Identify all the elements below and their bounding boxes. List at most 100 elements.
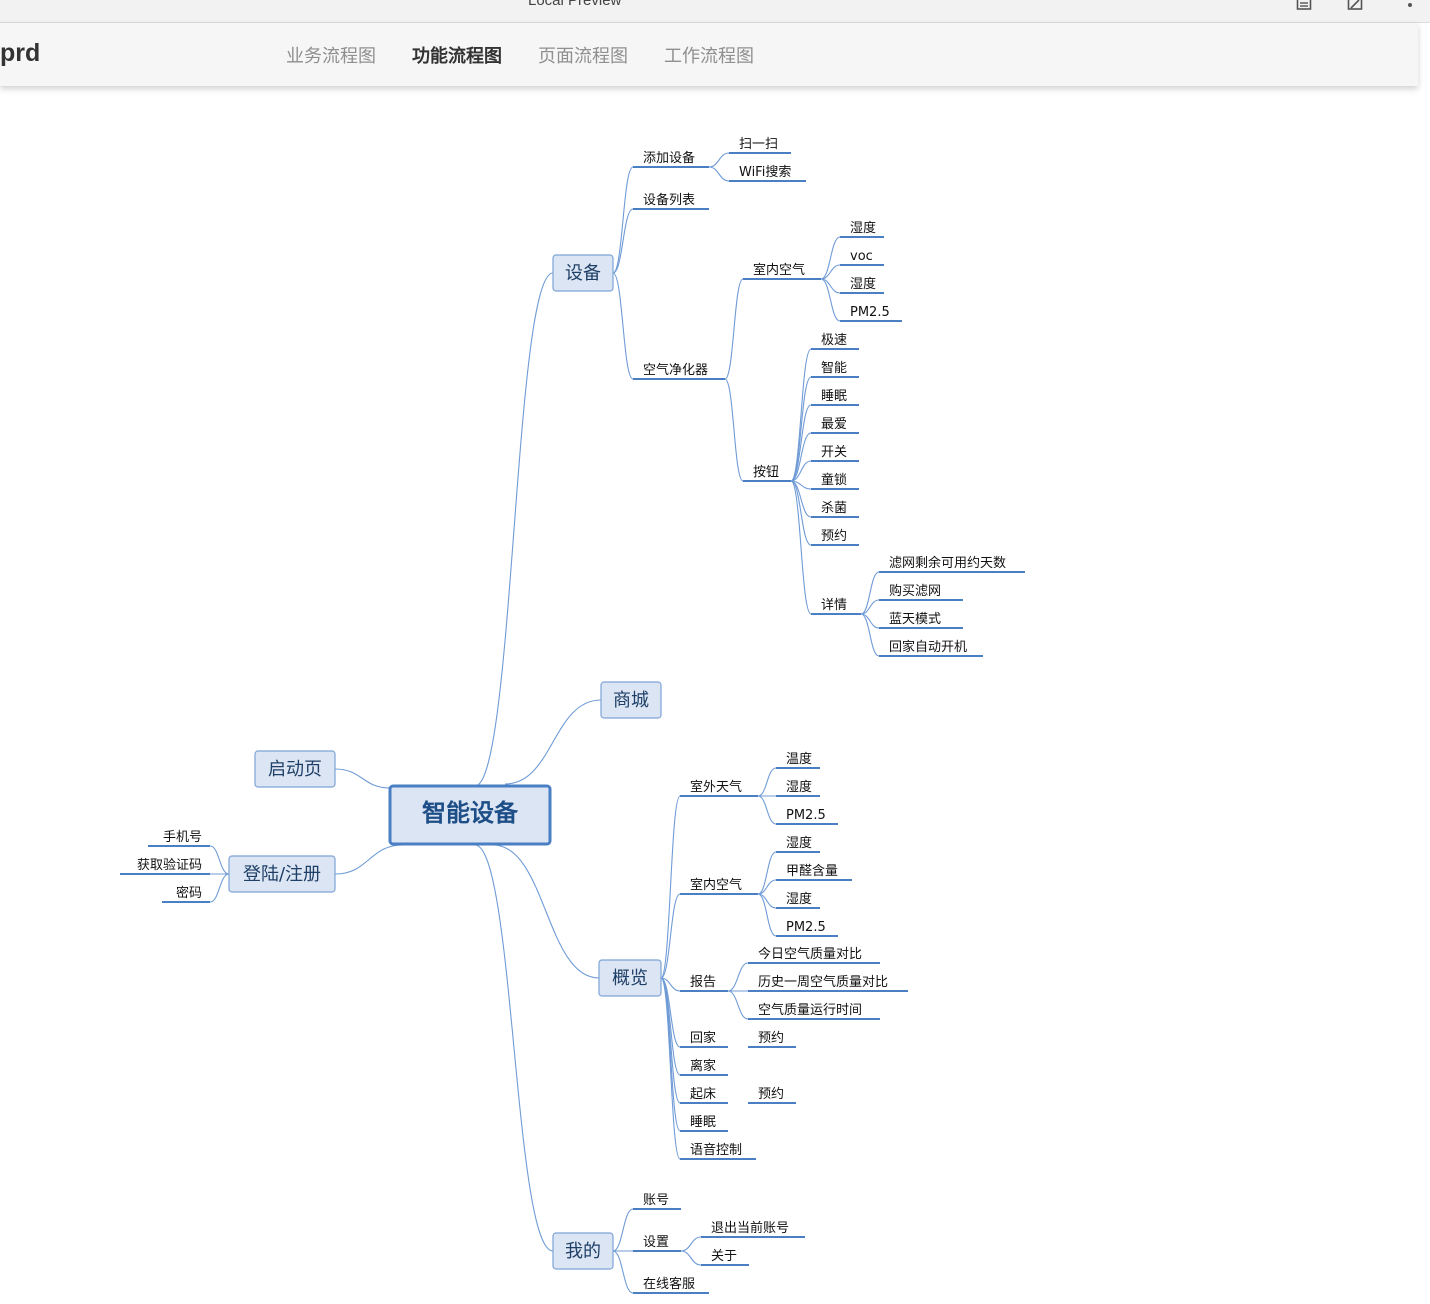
node-button-item[interactable]: 睡眠 <box>811 389 859 406</box>
connector-line <box>727 962 749 992</box>
tab-work-flow[interactable]: 工作流程图 <box>664 46 754 67</box>
node-label: 语音控制 <box>690 1142 742 1158</box>
node-outdoor-item[interactable]: 湿度 <box>776 779 820 797</box>
node-overview-indoor-item[interactable]: 甲醛含量 <box>776 863 852 881</box>
node-report-item[interactable]: 今日空气质量对比 <box>748 946 880 964</box>
node-button-item[interactable]: 童锁 <box>811 472 859 490</box>
node-label: 甲醛含量 <box>786 863 838 879</box>
branch-node-mine[interactable]: 我的 <box>552 1232 614 1270</box>
node-add-device[interactable]: 添加设备 <box>633 150 709 168</box>
node-outdoor-item[interactable]: 温度 <box>776 751 820 769</box>
node-report-item[interactable]: 历史一周空气质量对比 <box>748 974 908 992</box>
branch-node-login[interactable]: 登陆/注册 <box>228 855 336 893</box>
document-icon[interactable] <box>1296 0 1312 10</box>
node-button-item[interactable]: 极速 <box>811 333 859 350</box>
node-account[interactable]: 账号 <box>633 1193 681 1210</box>
tab-page-flow[interactable]: 页面流程图 <box>538 46 628 67</box>
node-outdoor-item[interactable]: PM2.5 <box>776 808 838 825</box>
node-report-item[interactable]: 空气质量运行时间 <box>748 1002 880 1020</box>
node-report[interactable]: 报告 <box>680 975 728 992</box>
connector-line <box>757 851 777 895</box>
node-detail-item[interactable]: 购买滤网 <box>879 583 963 601</box>
node-device-list[interactable]: 设备列表 <box>633 192 709 210</box>
node-label: 购买滤网 <box>889 583 941 599</box>
node-air-purifier[interactable]: 空气净化器 <box>633 362 725 380</box>
connector-line <box>708 166 730 182</box>
connector-line <box>757 879 777 895</box>
node-settings[interactable]: 设置 <box>633 1235 681 1252</box>
connector-line <box>724 378 744 482</box>
node-label: 湿度 <box>850 220 876 236</box>
connector-line <box>790 480 812 546</box>
branch-node-mall[interactable]: 商城 <box>600 681 662 719</box>
root-node[interactable]: 智能设备 <box>388 784 552 846</box>
connector-line <box>757 893 777 937</box>
node-button-item[interactable]: 智能 <box>811 361 859 378</box>
node-label: 报告 <box>690 975 716 990</box>
node-label: 空气净化器 <box>643 362 708 378</box>
connector-line <box>492 844 600 979</box>
branch-node-overview[interactable]: 概览 <box>598 959 662 997</box>
node-indoor-air-item[interactable]: voc <box>840 249 884 266</box>
connector-line <box>334 844 404 875</box>
node-button-item[interactable]: 开关 <box>811 445 859 462</box>
node-home[interactable]: 回家 <box>680 1030 728 1048</box>
node-scan[interactable]: 扫一扫 <box>729 137 791 154</box>
node-button-item[interactable]: 杀菌 <box>811 501 859 518</box>
node-login-item[interactable]: 密码 <box>162 885 210 903</box>
branch-node-devices[interactable]: 设备 <box>552 254 614 292</box>
node-outdoor-weather[interactable]: 室外天气 <box>680 779 758 797</box>
node-label: 湿度 <box>786 835 812 851</box>
connector-line <box>660 977 681 1160</box>
node-wake-up[interactable]: 起床 <box>680 1087 728 1104</box>
tab-business-flow[interactable]: 业务流程图 <box>286 46 376 67</box>
node-overview-indoor-item[interactable]: 湿度 <box>776 891 820 909</box>
node-label: 回家自动开机 <box>889 639 967 655</box>
branch-node-splash[interactable]: 启动页 <box>254 750 336 788</box>
node-label: 湿度 <box>850 276 876 292</box>
more-icon[interactable] <box>1402 0 1418 10</box>
node-overview-indoor-item[interactable]: 湿度 <box>776 835 820 853</box>
connector-line <box>860 599 880 615</box>
tab-function-flow[interactable]: 功能流程图 <box>412 46 502 67</box>
node-wake-schedule[interactable]: 预约 <box>748 1087 796 1104</box>
node-buttons[interactable]: 按钮 <box>743 465 791 482</box>
connector-line <box>660 977 681 1132</box>
node-about[interactable]: 关于 <box>701 1249 749 1266</box>
export-icon[interactable] <box>1347 0 1363 10</box>
node-home-schedule[interactable]: 预约 <box>748 1031 796 1048</box>
connector-line <box>790 460 812 482</box>
node-indoor-air-item[interactable]: 湿度 <box>840 276 884 294</box>
connector-line <box>860 613 880 657</box>
node-label: 关于 <box>711 1249 737 1264</box>
node-label: 蓝天模式 <box>889 612 941 627</box>
node-label: 添加设备 <box>643 150 695 166</box>
connector-line <box>820 278 841 322</box>
node-button-item[interactable]: 预约 <box>811 529 859 546</box>
node-leave-home[interactable]: 离家 <box>680 1058 728 1076</box>
node-login-item[interactable]: 获取验证码 <box>120 857 210 875</box>
node-indoor-air-item[interactable]: 湿度 <box>840 220 884 238</box>
node-button-item[interactable]: 最爱 <box>811 417 859 434</box>
node-detail-item[interactable]: 蓝天模式 <box>879 612 963 629</box>
node-overview-indoor-item[interactable]: PM2.5 <box>776 920 838 937</box>
window-title: Local Preview <box>528 0 622 9</box>
node-label: 退出当前账号 <box>711 1220 789 1236</box>
node-wifi-search[interactable]: WiFi搜索 <box>729 165 806 182</box>
node-voice-control[interactable]: 语音控制 <box>680 1142 756 1160</box>
node-label: 智能 <box>821 361 847 376</box>
node-detail-item[interactable]: 回家自动开机 <box>879 639 983 657</box>
node-indoor-air[interactable]: 室内空气 <box>743 262 821 280</box>
node-label: 设备列表 <box>643 192 695 208</box>
node-label: 童锁 <box>821 472 847 488</box>
node-indoor-air-item[interactable]: PM2.5 <box>840 305 902 322</box>
node-label: 预约 <box>821 529 847 544</box>
node-overview-indoor-air[interactable]: 室内空气 <box>680 877 758 895</box>
node-sleep[interactable]: 睡眠 <box>680 1115 728 1132</box>
node-detail-item[interactable]: 滤网剩余可用约天数 <box>879 555 1025 573</box>
connector-line <box>660 977 681 1104</box>
node-online-service[interactable]: 在线客服 <box>633 1276 709 1294</box>
node-logout[interactable]: 退出当前账号 <box>701 1220 805 1238</box>
node-details[interactable]: 详情 <box>811 598 861 615</box>
node-login-item[interactable]: 手机号 <box>148 830 210 847</box>
